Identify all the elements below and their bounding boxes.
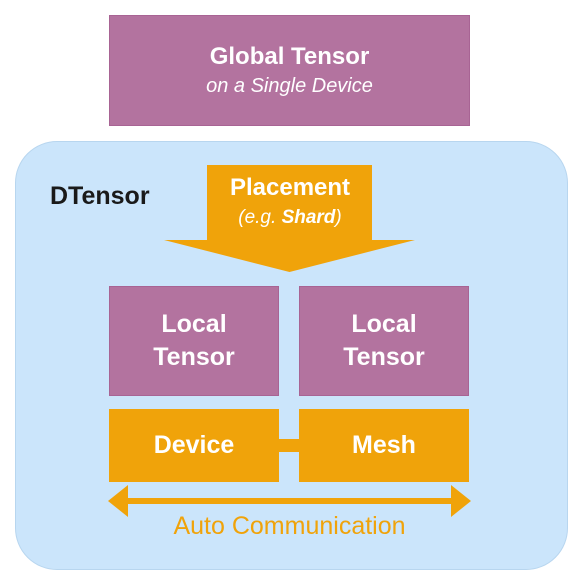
local-tensor-line1: Local xyxy=(161,310,227,338)
local-tensor-line2: Tensor xyxy=(153,343,235,371)
placement-example-prefix: (e.g. xyxy=(238,207,282,228)
communication-arrow-shape xyxy=(108,485,471,517)
placement-example: (e.g. Shard) xyxy=(195,204,385,232)
placement-example-emphasis: Shard xyxy=(281,207,336,228)
placement-title: Placement xyxy=(229,174,351,201)
placement-example-suffix: ) xyxy=(335,207,342,228)
communication-label: Auto Communication xyxy=(173,512,406,540)
global-tensor-subtitle: on a Single Device xyxy=(206,74,373,97)
mesh-box: Mesh xyxy=(299,409,469,482)
placement-text: Placement (e.g. Shard) xyxy=(195,172,385,232)
local-tensor-box-left: Local Tensor xyxy=(109,286,279,396)
placement-arrow-shape xyxy=(164,165,415,272)
placement-arrow xyxy=(164,165,415,272)
local-tensor-line2: Tensor xyxy=(343,343,425,371)
global-tensor-title: Global Tensor xyxy=(209,42,370,70)
device-box: Device xyxy=(109,409,279,482)
local-tensor-line1: Local xyxy=(351,310,417,338)
global-tensor-box: Global Tensor on a Single Device xyxy=(109,15,470,126)
dtensor-label: DTensor xyxy=(50,182,150,210)
device-mesh-connector xyxy=(278,439,300,452)
local-tensor-box-right: Local Tensor xyxy=(299,286,469,396)
communication-arrow xyxy=(108,485,471,517)
